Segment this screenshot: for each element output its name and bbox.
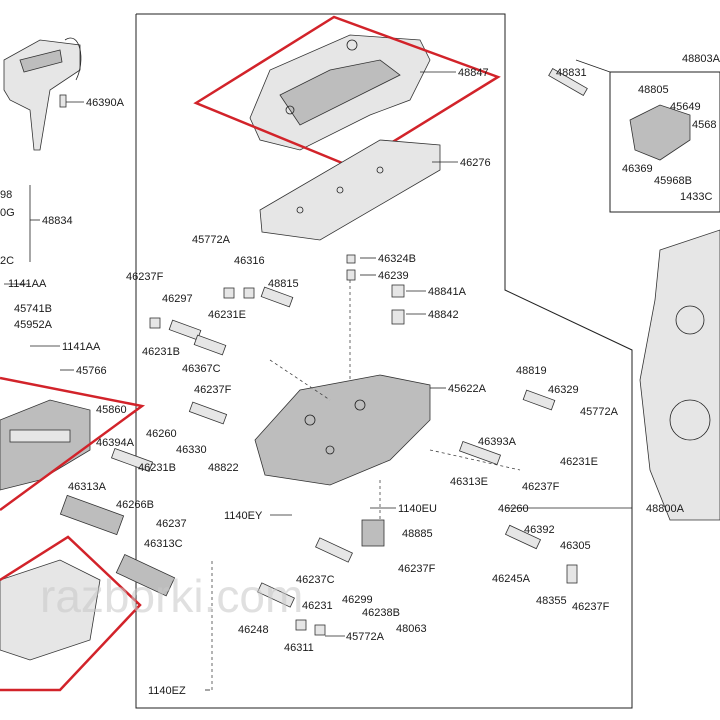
label-46248: 46248 [238, 624, 269, 636]
label-46330: 46330 [176, 444, 207, 456]
label-48800A: 48800A [646, 503, 685, 515]
spool-parts [110, 254, 578, 636]
label-0G: 0G [0, 207, 15, 219]
label-46393A: 46393A [478, 436, 517, 448]
label-48841A: 48841A [428, 286, 467, 298]
label-46239: 46239 [378, 270, 409, 282]
label-1140EY: 1140EY [224, 510, 263, 522]
label-46276: 46276 [460, 157, 491, 169]
label-45952A: 45952A [14, 319, 53, 331]
label-46313C: 46313C [144, 538, 183, 550]
label-46231E-b: 46231E [560, 456, 598, 468]
label-46231B-a: 46231B [138, 462, 176, 474]
label-46390A: 46390A [86, 97, 125, 109]
label-45968B: 45968B [654, 175, 692, 187]
label-46237F-e: 46237F [398, 563, 436, 575]
label-46313A: 46313A [68, 481, 107, 493]
upper-valve-body [249, 34, 431, 151]
label-45772A-a: 45772A [192, 234, 231, 246]
label-46237F-c: 46237F [522, 481, 560, 493]
label-46392: 46392 [524, 524, 555, 536]
label-48063: 48063 [396, 623, 427, 635]
label-2C: 2C [0, 255, 14, 267]
assembly-lines [211, 280, 521, 690]
label-46311: 46311 [284, 642, 314, 654]
label-48834: 48834 [42, 215, 73, 227]
label-46237-a: 46237 [156, 518, 187, 530]
label-45772A-c: 45772A [346, 631, 385, 643]
label-1433C: 1433C [680, 191, 712, 203]
solenoid-inset-frame [609, 71, 720, 213]
label-46299: 46299 [342, 594, 373, 606]
label-45860: 45860 [96, 404, 127, 416]
label-46369: 46369 [622, 163, 653, 175]
solenoid-46313C [115, 553, 176, 597]
label-48815: 48815 [268, 278, 299, 290]
label-46329: 46329 [548, 384, 579, 396]
highlight-45860 [0, 376, 146, 512]
label-46231B-b: 46231B [142, 346, 180, 358]
label-45622A: 45622A [448, 383, 487, 395]
label-45772A-b: 45772A [580, 406, 619, 418]
label-46324B: 46324B [378, 253, 416, 265]
label-1141AA-a: 1141AA [8, 278, 47, 290]
label-46260-a: 46260 [146, 428, 177, 440]
label-45766: 45766 [76, 365, 107, 377]
label-46237F-d: 46237F [572, 601, 610, 613]
highlight-plate [0, 535, 142, 692]
label-46367C: 46367C [182, 363, 221, 375]
solenoid-46313A [59, 494, 125, 536]
lower-valve-body [254, 374, 431, 486]
label-46305: 46305 [560, 540, 591, 552]
label-46313E: 46313E [450, 476, 488, 488]
transmission-housing [639, 229, 720, 521]
main-frame [135, 13, 633, 709]
label-48803A: 48803A [682, 53, 720, 65]
label-46237F-b: 46237F [194, 384, 232, 396]
watermark: razborki.com [40, 570, 303, 622]
label-45741B: 45741B [14, 303, 52, 315]
leader-lines [4, 59, 632, 691]
part-labels: 48847 46276 46390A 98 0G 48834 2C 1141AA… [0, 53, 720, 697]
label-48842: 48842 [428, 309, 459, 321]
label-46238B: 46238B [362, 607, 400, 619]
label-48822: 48822 [208, 462, 239, 474]
label-46237C: 46237C [296, 574, 335, 586]
label-48831: 48831 [556, 67, 587, 79]
label-46237F-a: 46237F [126, 271, 164, 283]
bracket-drawing [3, 37, 82, 151]
label-1140EZ: 1140EZ [148, 685, 186, 697]
label-46245A: 46245A [492, 573, 531, 585]
left-valve-assembly [0, 399, 91, 491]
label-45680: 4568 [692, 119, 716, 131]
separator-plate [259, 139, 441, 241]
label-46394A: 46394A [96, 437, 135, 449]
label-45649: 45649 [670, 101, 701, 113]
highlight-48847 [193, 15, 501, 169]
label-48805: 48805 [638, 84, 669, 96]
label-48819: 48819 [516, 365, 547, 377]
label-46260-b: 46260 [498, 503, 529, 515]
label-46231E-a: 46231E [208, 309, 246, 321]
label-46316: 46316 [234, 255, 265, 267]
label-1141AA-b: 1141AA [62, 341, 101, 353]
label-48885: 48885 [402, 528, 433, 540]
sensor-48885 [361, 519, 385, 547]
solenoid-inset-parts [548, 67, 691, 161]
bottom-left-plate [0, 559, 101, 661]
label-46297: 46297 [162, 293, 193, 305]
label-48847: 48847 [458, 67, 489, 79]
label-48355: 48355 [536, 595, 567, 607]
label-46266B: 46266B [116, 499, 154, 511]
label-46231-c: 46231 [302, 600, 333, 612]
label-1140EU: 1140EU [398, 503, 437, 515]
label-98: 98 [0, 189, 12, 201]
